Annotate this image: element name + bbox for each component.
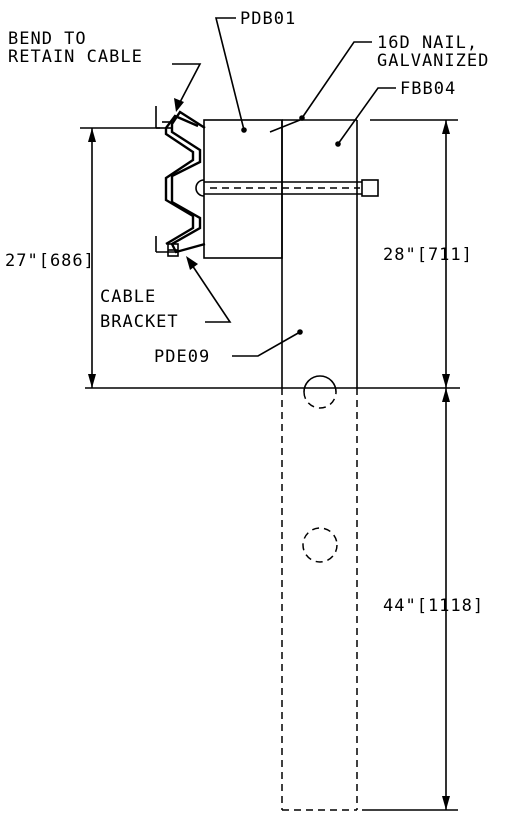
dimension-text-27: 27"[686] [5,251,95,271]
leader-pdb01 [214,17,247,133]
blockout-pdb01 [203,119,283,259]
label-bend-line2: RETAIN CABLE [8,47,143,67]
post-embedded-dashed [281,388,358,811]
post-hole-at-ground-hidden [303,391,337,409]
leader-bend-to-retain-cable [172,63,202,112]
dimension-27-inch [80,127,160,388]
post-hole-at-ground [303,375,337,393]
label-cable-line2: BRACKET [100,312,179,332]
leader-pde09 [232,329,303,357]
dimension-28-inch [370,119,458,388]
post-hole-embedded [302,527,338,563]
label-pde09: PDE09 [154,347,210,367]
label-fbb04: FBB04 [400,79,456,99]
label-nail-line1: 16D NAIL, [377,33,478,53]
leader-fbb04 [335,87,396,147]
leader-nail [299,41,372,121]
nail [269,119,301,133]
label-cable-line1: CABLE [100,287,156,307]
dimension-44-inch [362,388,458,811]
label-bend-line1: BEND TO [8,29,87,49]
dimension-text-44: 44"[1118] [383,596,484,616]
post-fbb04 [281,119,358,388]
bolt [195,179,379,197]
label-nail-line2: GALVANIZED [377,51,489,71]
dimension-text-28: 28"[711] [383,245,473,265]
leader-cable-bracket [186,256,232,323]
label-pdb01: PDB01 [240,9,296,29]
cable-bracket-bottom [155,236,179,257]
